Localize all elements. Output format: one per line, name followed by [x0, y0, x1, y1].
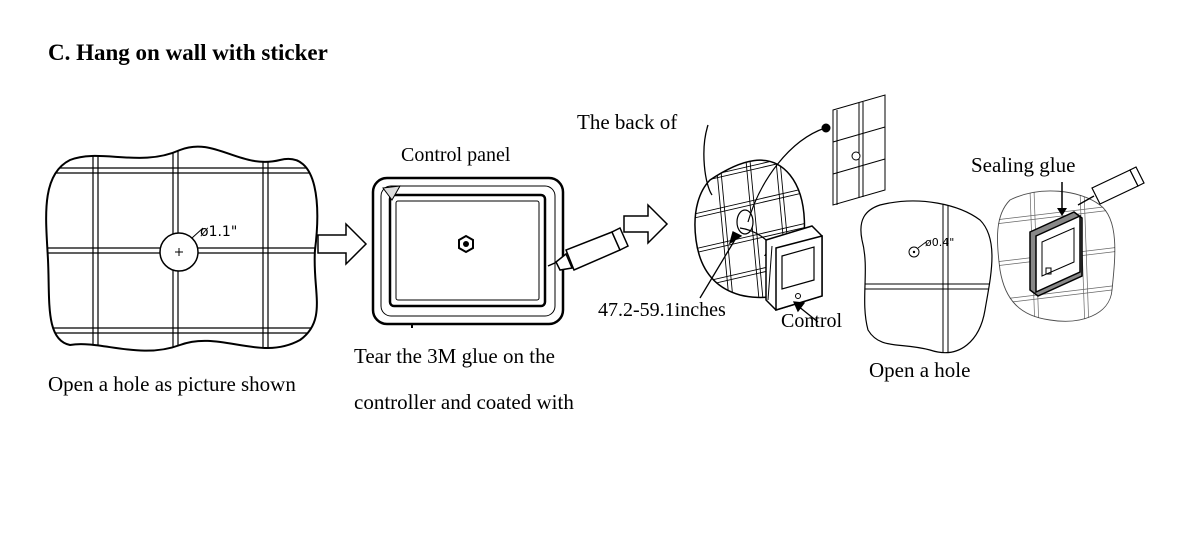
sealing-glue-tube-icon — [1057, 166, 1145, 216]
wall-grid-frame — [821, 94, 886, 206]
step2-caption-line2: controller and coated with — [354, 390, 574, 414]
sealing-glue-label: Sealing glue — [971, 153, 1076, 177]
wall-patch-step4: ø0.4" — [860, 200, 993, 354]
mounted-controller — [1029, 211, 1083, 297]
arrow-right-icon — [317, 222, 368, 266]
step1-caption: Open a hole as picture shown — [48, 372, 296, 396]
control-panel-back — [371, 176, 565, 328]
small-hole-diameter-label: ø0.4" — [925, 236, 954, 249]
control-label: Control — [781, 310, 843, 332]
wall-patch-step1: ø1.1" — [45, 145, 319, 352]
step4-caption: Open a hole — [869, 358, 971, 382]
control-panel-label: Control panel — [401, 144, 511, 166]
glue-tube-icon — [547, 226, 629, 271]
section-heading: C. Hang on wall with sticker — [48, 40, 328, 65]
controller-device — [765, 225, 823, 312]
hole-diameter-label: ø1.1" — [200, 224, 237, 240]
leader-lines-step3 — [699, 231, 819, 323]
height-distance-label: 47.2-59.1inches — [598, 299, 726, 321]
step2-caption-line1: Tear the 3M glue on the — [354, 344, 555, 368]
back-of-label: The back of — [577, 110, 678, 134]
arrow-right-icon — [623, 203, 669, 245]
